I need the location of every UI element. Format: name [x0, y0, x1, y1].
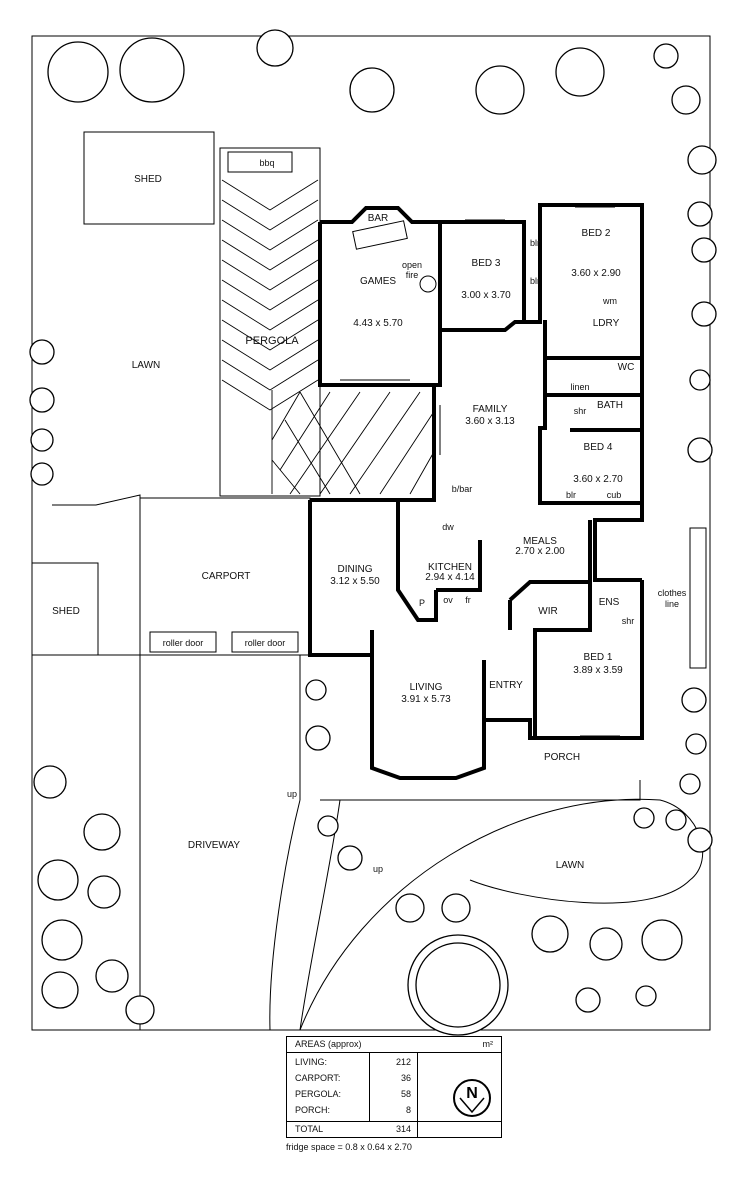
- bar-label: BAR: [368, 213, 389, 224]
- areas-divider: [369, 1052, 370, 1122]
- shed-top: [83, 131, 215, 225]
- carport: [139, 497, 311, 656]
- up-label-1: up: [287, 789, 297, 799]
- bed1-label: BED 1: [584, 652, 613, 663]
- clothes-label: clothes: [658, 588, 687, 598]
- dining-size: 3.12 x 5.50: [330, 576, 380, 587]
- wir-label: WIR: [538, 606, 557, 617]
- p-label: P: [419, 598, 425, 608]
- bed4-size: 3.60 x 2.70: [573, 474, 623, 485]
- kitchen-size: 2.94 x 4.14: [425, 572, 475, 583]
- fridge-note: fridge space = 0.8 x 0.64 x 2.70: [286, 1142, 412, 1152]
- bed3-size: 3.00 x 3.70: [461, 290, 511, 301]
- areas-unit: m²: [482, 1039, 494, 1049]
- areas-total-row: TOTAL 314: [287, 1121, 501, 1137]
- roller-door-1: [149, 631, 217, 653]
- driveway-lines: [32, 654, 704, 1031]
- meals-size: 2.70 x 2.00: [515, 546, 565, 557]
- bed1-size: 3.89 x 3.59: [573, 665, 623, 676]
- open-fire-label-2: fire: [406, 270, 419, 280]
- kitchen-label: KITCHEN: [428, 562, 472, 573]
- bbar-label: b/bar: [452, 484, 473, 494]
- shed-bottom-label: SHED: [52, 606, 80, 617]
- ldry-label: LDRY: [593, 318, 620, 329]
- family-label: FAMILY: [473, 404, 508, 415]
- pergola-label: PERGOLA: [245, 335, 299, 347]
- ens-label: ENS: [599, 597, 620, 608]
- areas-row-carport: CARPORT: 36: [287, 1071, 501, 1086]
- house-walls: [308, 203, 644, 780]
- bbq-label: bbq: [259, 158, 274, 168]
- areas-total-value: 314: [395, 1124, 411, 1134]
- blr3-label: blr: [566, 490, 576, 500]
- shr-bath-label: shr: [574, 406, 587, 416]
- family-size: 3.60 x 3.13: [465, 416, 515, 427]
- lawn-left-label: LAWN: [132, 360, 161, 371]
- dining-label: DINING: [338, 564, 373, 575]
- bed2-size: 3.60 x 2.90: [571, 268, 621, 279]
- roller-door-1-label: roller door: [163, 638, 204, 648]
- lawn-right-label: LAWN: [556, 860, 585, 871]
- areas-row-label: PERGOLA:: [295, 1089, 342, 1099]
- clothes-line: [689, 527, 707, 669]
- areas-title: AREAS (approx): [295, 1039, 362, 1049]
- areas-row-label: PORCH:: [295, 1105, 331, 1115]
- games-label: GAMES: [360, 276, 396, 287]
- bed2-label: BED 2: [582, 228, 611, 239]
- areas-row-living: LIVING: 212: [287, 1055, 501, 1070]
- living-size: 3.91 x 5.73: [401, 694, 451, 705]
- areas-row-value: 8: [405, 1105, 411, 1115]
- areas-row-label: CARPORT:: [295, 1073, 341, 1083]
- roller-door-2: [231, 631, 299, 653]
- living-label: LIVING: [410, 682, 443, 693]
- shed-top-label: SHED: [134, 174, 162, 185]
- areas-header: AREAS (approx) m²: [287, 1037, 501, 1053]
- roller-door-2-label: roller door: [245, 638, 286, 648]
- cub-label: cub: [607, 490, 622, 500]
- dw-label: dw: [442, 522, 454, 532]
- areas-total-label: TOTAL: [295, 1124, 324, 1134]
- blr1-label: blr: [530, 238, 540, 248]
- linen-label: linen: [570, 382, 589, 392]
- blr2-label: blr: [530, 276, 540, 286]
- bar-counter: [352, 220, 408, 250]
- entry-label: ENTRY: [489, 680, 523, 691]
- north-label: N: [466, 1085, 478, 1102]
- site-boundary: [31, 35, 711, 1031]
- areas-divider-2: [417, 1052, 418, 1137]
- open-fire-label: open: [402, 260, 422, 270]
- fr-label: fr: [465, 595, 471, 605]
- areas-row-value: 36: [400, 1073, 411, 1083]
- bed4-label: BED 4: [584, 442, 613, 453]
- driveway-label: DRIVEWAY: [188, 840, 241, 851]
- fireplace: [419, 275, 437, 293]
- north-arrow-icon: N: [450, 1076, 494, 1125]
- wc-label: WC: [618, 362, 635, 373]
- clothes-label-2: line: [665, 599, 679, 609]
- porch-label: PORCH: [544, 752, 580, 763]
- areas-row-value: 212: [395, 1057, 411, 1067]
- trees: [29, 29, 717, 1036]
- wm-label: wm: [602, 296, 617, 306]
- areas-row-value: 58: [400, 1089, 411, 1099]
- ov-label: ov: [443, 595, 453, 605]
- pergola: bbq PERGOLA: [219, 147, 436, 497]
- windows: [318, 206, 620, 737]
- meals-label: MEALS: [523, 536, 557, 547]
- carport-label: CARPORT: [202, 571, 251, 582]
- areas-row-pergola: PERGOLA: 58: [287, 1087, 501, 1102]
- up-label-2: up: [373, 864, 383, 874]
- games-size: 4.43 x 5.70: [353, 318, 403, 329]
- bed3-label: BED 3: [472, 258, 501, 269]
- bath-label: BATH: [597, 400, 623, 411]
- shr-ens-label: shr: [622, 616, 635, 626]
- lawn-left-outline: [52, 494, 141, 506]
- areas-row-porch: PORCH: 8: [287, 1103, 501, 1118]
- areas-row-label: LIVING:: [295, 1057, 328, 1067]
